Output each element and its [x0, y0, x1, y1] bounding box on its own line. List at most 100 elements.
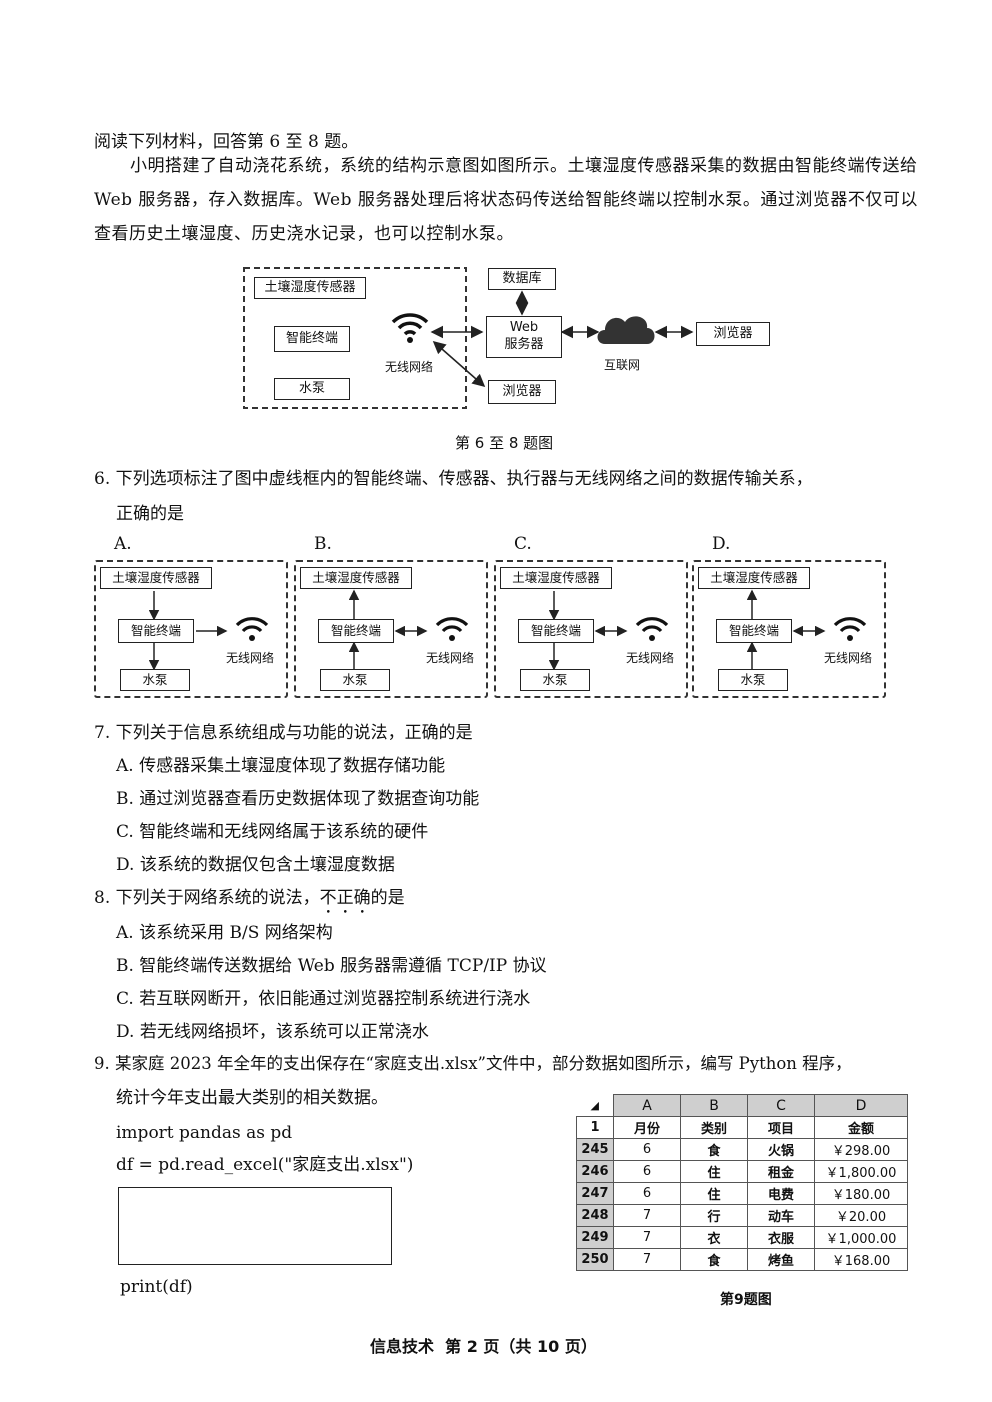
- diagram-caption: 第 6 至 8 题图: [455, 434, 554, 452]
- q7-option-c: C. 智能终端和无线网络属于该系统的硬件: [116, 822, 429, 842]
- q6-option-b[interactable]: B.土壤湿度传感器智能终端水泵无线网络: [294, 533, 490, 699]
- wireless-label: 无线网络: [226, 651, 275, 665]
- table-cell[interactable]: 动车: [747, 1204, 815, 1227]
- q7-option-a: A. 传感器采集土壤湿度体现了数据存储功能: [116, 756, 446, 776]
- q9-stem-line1: 9. 某家庭 2023 年全年的支出保存在“家庭支出.xlsx”文件中，部分数据…: [94, 1054, 852, 1073]
- option-letter: B.: [314, 534, 332, 554]
- col-letter-b[interactable]: B: [680, 1094, 748, 1117]
- q8-option-b: B. 智能终端传送数据给 Web 服务器需遵循 TCP/IP 协议: [116, 956, 547, 976]
- header-cell[interactable]: 项目: [747, 1116, 815, 1139]
- column-letter-row: ◢ A B C D: [576, 1094, 908, 1117]
- sensor-box: 土壤湿度传感器: [100, 567, 212, 589]
- database-box: 数据库: [488, 268, 556, 290]
- pump-box: 水泵: [274, 378, 350, 400]
- row-number[interactable]: 249: [576, 1226, 614, 1249]
- table-cell[interactable]: 7: [613, 1248, 681, 1271]
- pump-box: 水泵: [520, 669, 590, 691]
- q6-option-a[interactable]: A.土壤湿度传感器智能终端水泵无线网络: [94, 533, 290, 699]
- row-number[interactable]: 247: [576, 1182, 614, 1205]
- col-letter-c[interactable]: C: [747, 1094, 815, 1117]
- table-cell[interactable]: ￥1,000.00: [814, 1226, 908, 1249]
- code-line-print: print(df): [120, 1277, 193, 1297]
- browser-bottom-box: 浏览器: [488, 380, 556, 404]
- q9-figure-caption: 第9题图: [720, 1292, 772, 1308]
- sensor-box: 土壤湿度传感器: [500, 567, 612, 589]
- table-cell[interactable]: 7: [613, 1226, 681, 1249]
- table-cell[interactable]: 租金: [747, 1160, 815, 1183]
- row-number[interactable]: 1: [576, 1116, 614, 1139]
- table-cell[interactable]: 衣: [680, 1226, 748, 1249]
- row-number[interactable]: 245: [576, 1138, 614, 1161]
- option-letter: C.: [514, 534, 532, 554]
- q6-option-d[interactable]: D.土壤湿度传感器智能终端水泵无线网络: [692, 533, 888, 699]
- header-row: 1 月份 类别 项目 金额: [576, 1116, 908, 1139]
- table-cell[interactable]: ￥20.00: [814, 1204, 908, 1227]
- code-answer-blank[interactable]: [118, 1187, 392, 1265]
- option-arrows: [148, 591, 269, 671]
- web-server-box: Web 服务器: [486, 316, 562, 358]
- wireless-label: 无线网络: [385, 360, 434, 374]
- sensor-box: 土壤湿度传感器: [300, 567, 412, 589]
- header-cell[interactable]: 类别: [680, 1116, 748, 1139]
- table-cell[interactable]: 火锅: [747, 1138, 815, 1161]
- option-letter: A.: [114, 534, 132, 554]
- q6-stem-line1: 6. 下列选项标注了图中虚线框内的智能终端、传感器、执行器与无线网络之间的数据传…: [94, 469, 813, 489]
- wifi-icon: [391, 313, 429, 343]
- q7-option-d: D. 该系统的数据仅包含土壤湿度数据: [116, 855, 395, 875]
- wireless-label: 无线网络: [426, 651, 475, 665]
- table-cell[interactable]: 住: [680, 1182, 748, 1205]
- table-cell[interactable]: ￥168.00: [814, 1248, 908, 1271]
- header-cell[interactable]: 月份: [613, 1116, 681, 1139]
- q8-stem-prefix: 8. 下列关于网络系统的说法，: [94, 888, 320, 908]
- table-cell[interactable]: 6: [613, 1138, 681, 1161]
- terminal-box: 智能终端: [274, 326, 350, 352]
- code-line-read-excel: df = pd.read_excel("家庭支出.xlsx"): [116, 1155, 414, 1175]
- wifi-icon: [235, 617, 269, 641]
- material-paragraph: 小明搭建了自动浇花系统，系统的结构示意图如图所示。土壤湿度传感器采集的数据由智能…: [94, 156, 918, 244]
- q9-stem-line2: 统计今年支出最大类别的相关数据。: [116, 1088, 388, 1108]
- q7-stem: 7. 下列关于信息系统组成与功能的说法，正确的是: [94, 723, 473, 743]
- table-cell[interactable]: 6: [613, 1182, 681, 1205]
- select-all-corner[interactable]: ◢: [576, 1094, 614, 1117]
- row-number[interactable]: 246: [576, 1160, 614, 1183]
- q8-option-c: C. 若互联网断开，依旧能通过浏览器控制系统进行浇水: [116, 989, 531, 1009]
- table-cell[interactable]: 食: [680, 1138, 748, 1161]
- row-number[interactable]: 250: [576, 1248, 614, 1271]
- page-footer: 信息技术 第 2 页（共 10 页）: [370, 1337, 597, 1356]
- table-cell[interactable]: ￥180.00: [814, 1182, 908, 1205]
- option-letter: D.: [712, 534, 731, 554]
- reading-instruction: 阅读下列材料，回答第 6 至 8 题。: [94, 132, 359, 152]
- table-cell[interactable]: ￥1,800.00: [814, 1160, 908, 1183]
- code-line-import: import pandas as pd: [116, 1123, 293, 1143]
- table-cell[interactable]: 行: [680, 1204, 748, 1227]
- table-cell[interactable]: ￥298.00: [814, 1138, 908, 1161]
- header-cell[interactable]: 金额: [814, 1116, 908, 1139]
- pump-box: 水泵: [718, 669, 788, 691]
- q7-option-b: B. 通过浏览器查看历史数据体现了数据查询功能: [116, 789, 480, 809]
- q8-stem-suffix: 的是: [370, 888, 405, 908]
- table-cell[interactable]: 食: [680, 1248, 748, 1271]
- dashed-boundary: [294, 560, 488, 698]
- table-cell[interactable]: 7: [613, 1204, 681, 1227]
- terminal-box: 智能终端: [118, 619, 194, 643]
- terminal-box: 智能终端: [518, 619, 594, 643]
- table-cell[interactable]: 住: [680, 1160, 748, 1183]
- row-number[interactable]: 248: [576, 1204, 614, 1227]
- wifi-icon: [635, 617, 669, 641]
- col-letter-a[interactable]: A: [613, 1094, 681, 1117]
- table-cell[interactable]: 6: [613, 1160, 681, 1183]
- system-diagram: 土壤湿度传感器 智能终端 水泵 无线网络 数据库 Web 服务器 互联网 浏览器…: [240, 262, 780, 412]
- wireless-label: 无线网络: [626, 651, 675, 665]
- table-cell[interactable]: 电费: [747, 1182, 815, 1205]
- q6-option-c[interactable]: C. 土壤湿度传感器智能终端水泵 无线网络: [494, 533, 690, 699]
- col-letter-d[interactable]: D: [814, 1094, 908, 1117]
- table-cell[interactable]: 烤鱼: [747, 1248, 815, 1271]
- cloud-icon: [597, 316, 655, 344]
- table-cell[interactable]: 衣服: [747, 1226, 815, 1249]
- option-arrows: [348, 589, 469, 669]
